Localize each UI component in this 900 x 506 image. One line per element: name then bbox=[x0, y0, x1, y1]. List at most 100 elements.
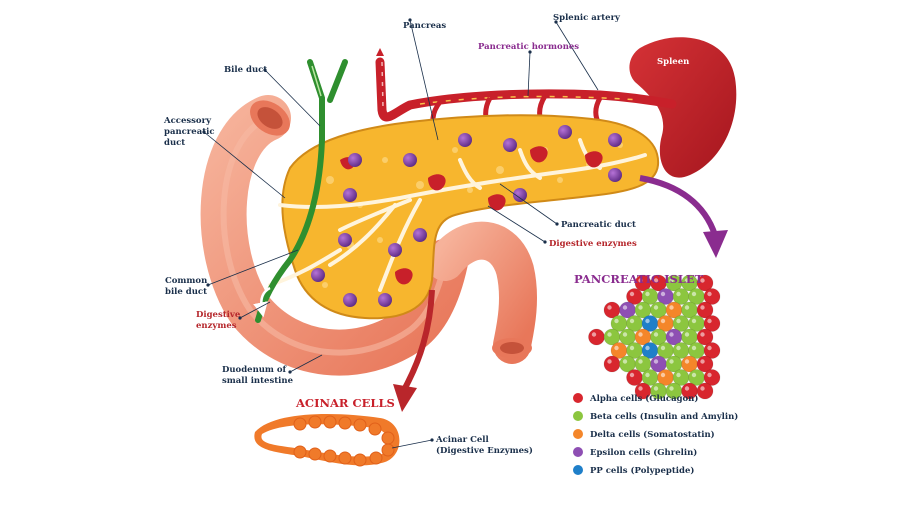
enzyme-flow-arrows bbox=[250, 206, 276, 318]
bile-duct bbox=[255, 59, 348, 323]
label-accessory-duct-1: Accessory bbox=[163, 116, 212, 126]
islet-cell-highlight bbox=[700, 332, 705, 337]
islet-cell-highlight bbox=[645, 291, 650, 297]
pancreas-organ bbox=[268, 114, 660, 320]
label-spleen: Spleen bbox=[657, 57, 689, 67]
islet-cell-highlight bbox=[660, 345, 666, 351]
islet-cell-highlight bbox=[691, 291, 697, 297]
pancreatic-islet-cluster bbox=[588, 274, 721, 400]
label-digestive-enzymes-right: Digestive enzymes bbox=[549, 239, 637, 249]
islet-cell-highlight bbox=[622, 359, 628, 364]
islet-cell-highlight bbox=[653, 278, 659, 283]
islet-cell-highlight bbox=[653, 386, 659, 391]
islet-cell-highlight bbox=[684, 332, 690, 337]
islet-cell-highlight bbox=[660, 291, 666, 297]
islet-cell-highlight bbox=[669, 332, 674, 337]
label-pancreatic-duct: Pancreatic duct bbox=[561, 220, 636, 230]
islet-cell-highlight bbox=[653, 332, 659, 337]
islet-cell-highlight bbox=[607, 305, 612, 310]
label-accessory-duct-3: duct bbox=[164, 138, 185, 148]
heading-acinar-cells: ACINAR CELLS bbox=[295, 396, 395, 410]
islet-cell-highlight bbox=[629, 291, 635, 297]
leader-lines bbox=[202, 18, 599, 449]
islet-cell bbox=[603, 355, 621, 373]
islet-cell-highlight bbox=[676, 345, 681, 351]
label-acinar-cell-1: Acinar Cell bbox=[435, 435, 490, 445]
islet-cell-highlight bbox=[653, 359, 659, 364]
heading-pancreatic-islet: PANCREATIC ISLET bbox=[574, 272, 704, 286]
islet-cell-highlight bbox=[684, 278, 690, 283]
acinar-arrow bbox=[402, 289, 435, 390]
islet-cell-highlight bbox=[691, 318, 697, 324]
label-pancreas: Pancreas bbox=[403, 21, 446, 31]
islet-cell-highlight bbox=[638, 305, 643, 310]
islet-cell-highlight bbox=[660, 372, 666, 378]
islet-cell-highlight bbox=[691, 372, 697, 378]
islet-cell-highlight bbox=[622, 305, 628, 310]
islet-cell-highlight bbox=[660, 318, 666, 324]
spleen: Spleen bbox=[629, 37, 737, 178]
islet-cell-highlight bbox=[591, 332, 597, 337]
legend-swatch-pp bbox=[573, 465, 583, 475]
islet-cell bbox=[696, 382, 714, 400]
islet-cell-highlight bbox=[653, 305, 659, 310]
islet-cell-highlight bbox=[614, 318, 619, 324]
islet-cell-highlight bbox=[629, 318, 635, 324]
legend-swatch-alpha bbox=[573, 393, 583, 403]
label-common-bile-duct-2: bile duct bbox=[165, 287, 207, 297]
label-digestive-enzymes-left-1: Digestive bbox=[196, 310, 241, 320]
islet-cell-highlight bbox=[676, 318, 681, 324]
islet-arrowhead bbox=[703, 230, 728, 258]
islet-cell-highlight bbox=[700, 386, 705, 391]
label-common-bile-duct-1: Common bbox=[165, 276, 207, 286]
islet-cell-highlight bbox=[607, 332, 612, 337]
islet-legend: Alpha cells (Glucagon) Beta cells (Insul… bbox=[573, 393, 738, 476]
label-splenic-artery: Splenic artery bbox=[553, 13, 621, 23]
label-digestive-enzymes-left-2: enzymes bbox=[196, 321, 237, 331]
islet-arrow bbox=[639, 175, 718, 237]
islet-cell-highlight bbox=[669, 278, 674, 283]
islet-cell-highlight bbox=[707, 345, 712, 351]
islet-cell-highlight bbox=[638, 278, 643, 283]
islet-cell-highlight bbox=[700, 305, 705, 310]
acinar-cells-illustration bbox=[254, 413, 400, 467]
islet-cell-highlight bbox=[707, 318, 712, 324]
islet-cell-highlight bbox=[638, 332, 643, 337]
legend-swatch-epsilon bbox=[573, 447, 583, 457]
islet-cell-highlight bbox=[638, 386, 643, 391]
label-duodenum-2: small intestine bbox=[222, 376, 294, 386]
legend-label-delta: Delta cells (Somatostatin) bbox=[590, 429, 715, 440]
legend-label-epsilon: Epsilon cells (Ghrelin) bbox=[590, 447, 697, 458]
islet-cell-highlight bbox=[707, 291, 712, 297]
islet-cell-highlight bbox=[669, 386, 674, 391]
islet-cell-highlight bbox=[645, 345, 650, 351]
legend-swatch-beta bbox=[573, 411, 583, 421]
islet-cell-highlight bbox=[691, 345, 697, 351]
islet-cell bbox=[588, 328, 605, 346]
duodenum bbox=[200, 95, 537, 376]
label-pancreatic-hormones: Pancreatic hormones bbox=[478, 42, 579, 52]
label-duodenum-1: Duodenum of bbox=[222, 365, 288, 375]
islet-cell-highlight bbox=[700, 278, 705, 283]
label-acinar-cell-2: (Digestive Enzymes) bbox=[436, 445, 533, 456]
islet-cell-highlight bbox=[614, 345, 619, 351]
islet-cell-highlight bbox=[707, 372, 712, 378]
islet-cell-highlight bbox=[684, 359, 690, 364]
islet-cell-highlight bbox=[684, 386, 690, 391]
islet-cell-highlight bbox=[645, 372, 650, 378]
islet-cell-highlight bbox=[629, 372, 635, 378]
islet-cell-highlight bbox=[684, 305, 690, 310]
islet-cell-highlight bbox=[622, 332, 628, 337]
legend-label-alpha: Alpha cells (Glucagon) bbox=[589, 393, 698, 404]
label-accessory-duct-2: pancreatic bbox=[164, 127, 215, 137]
islet-cell-highlight bbox=[676, 291, 681, 297]
islet-cell bbox=[626, 369, 643, 386]
legend-label-beta: Beta cells (Insulin and Amylin) bbox=[590, 411, 738, 422]
islet-cell-highlight bbox=[700, 359, 705, 364]
islet-cell-highlight bbox=[669, 359, 674, 364]
islet-cell-highlight bbox=[638, 359, 643, 364]
islet-cell-highlight bbox=[629, 345, 635, 351]
label-bile-duct: Bile duct bbox=[224, 65, 267, 75]
